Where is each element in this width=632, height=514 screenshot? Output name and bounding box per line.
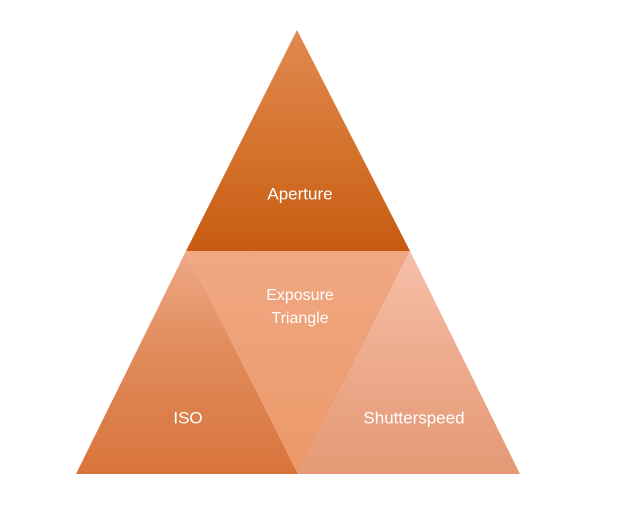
center-label-line1: Exposure xyxy=(266,287,334,304)
shutterspeed-shape xyxy=(298,251,520,474)
aperture-label: Aperture xyxy=(267,184,332,203)
segment-center[interactable]: Exposure Triangle xyxy=(186,251,410,474)
segment-shutterspeed[interactable]: Shutterspeed xyxy=(298,251,520,474)
shutterspeed-label: Shutterspeed xyxy=(363,408,464,427)
iso-label: ISO xyxy=(173,408,202,427)
segment-aperture[interactable]: Aperture xyxy=(186,30,410,251)
center-shape xyxy=(186,251,410,474)
aperture-shape xyxy=(186,30,410,251)
iso-shape xyxy=(76,251,298,474)
segment-iso[interactable]: ISO xyxy=(76,251,298,474)
center-label-line2: Triangle xyxy=(271,310,328,327)
